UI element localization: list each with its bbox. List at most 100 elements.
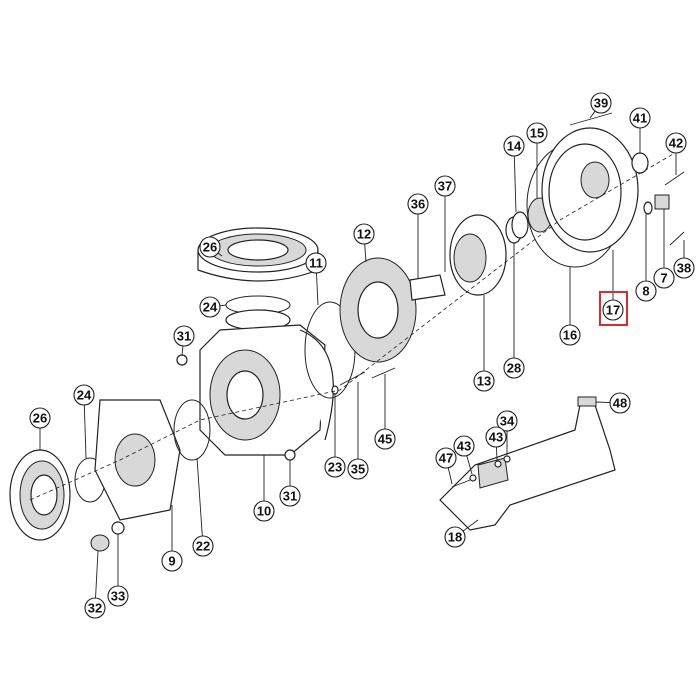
callout-number: 31: [283, 489, 297, 504]
leader-line: [513, 155, 517, 213]
callout-part-31: 31: [279, 460, 301, 507]
leader-line: [316, 272, 319, 306]
callout-circle: [279, 485, 301, 507]
callout-number: 14: [507, 139, 522, 154]
callout-part-43: 43: [485, 426, 507, 461]
part-nut-34: [503, 455, 511, 463]
leader-line: [462, 519, 479, 532]
callout-circle: [609, 392, 631, 414]
highlight-box-part-17: [599, 291, 628, 326]
callout-number: 26: [33, 411, 47, 426]
callout-part-42: 42: [665, 132, 687, 175]
callout-part-8: 8: [635, 214, 657, 302]
callout-circle: [253, 500, 275, 522]
callout-circle: [590, 92, 612, 114]
callout-circle: [73, 384, 95, 406]
leader-line: [495, 446, 498, 461]
callout-number: 11: [309, 256, 323, 271]
callout-circle: [673, 257, 695, 279]
part-oring-22: [173, 399, 211, 461]
leader-line: [95, 550, 99, 599]
callout-number: 24: [203, 300, 218, 315]
callout-part-26: 26: [29, 407, 51, 450]
callout-part-17: 17: [602, 250, 624, 321]
callout-circle: [526, 122, 548, 144]
leader-line: [364, 243, 367, 263]
part-plug-32: [90, 534, 110, 552]
part-screw-38: [669, 231, 685, 246]
leader-line: [595, 401, 611, 404]
callout-circle: [635, 280, 657, 302]
callout-number: 13: [477, 374, 491, 389]
leader-line: [217, 252, 223, 257]
callout-part-24: 24: [73, 384, 95, 459]
callout-part-36: 36: [407, 193, 429, 278]
callout-part-28: 28: [503, 243, 525, 379]
callout-part-33: 33: [107, 534, 129, 607]
part-plug-31b: [284, 449, 296, 461]
callout-circle: [485, 426, 507, 448]
callout-number: 10: [257, 504, 271, 519]
callout-number: 36: [411, 197, 425, 212]
callout-part-22: 22: [192, 457, 214, 557]
callout-number: 45: [378, 432, 392, 447]
callout-circle: [496, 410, 518, 432]
callout-circle: [434, 175, 456, 197]
callout-number: 33: [111, 589, 125, 604]
callout-part-39: 39: [589, 92, 612, 119]
callout-part-16: 16: [559, 267, 581, 346]
leader-line: [219, 304, 227, 307]
part-impeller-screw: [409, 274, 446, 301]
part-base-stand: [439, 396, 616, 531]
callout-part-12: 12: [353, 223, 375, 263]
leader-line: [181, 345, 184, 356]
callout-part-10: 10: [253, 455, 275, 522]
callout-number: 32: [88, 601, 102, 616]
callout-part-31: 31: [173, 325, 195, 356]
callout-part-41: 41: [629, 107, 651, 153]
callout-circle: [347, 458, 369, 480]
callout-circle: [503, 357, 525, 379]
leader-line: [589, 110, 596, 119]
callout-circle: [374, 428, 396, 450]
part-impeller: [449, 214, 507, 296]
callout-circle: [29, 407, 51, 429]
callout-part-23: 23: [324, 394, 346, 478]
callout-circle: [473, 370, 495, 392]
callout-circle: [629, 107, 651, 129]
callout-part-35: 35: [347, 382, 369, 480]
callout-number: 7: [660, 271, 667, 286]
callout-part-37: 37: [434, 175, 456, 272]
callout-number: 23: [328, 460, 342, 475]
part-ring-23: [331, 385, 339, 395]
callout-circle: [173, 325, 195, 347]
leader-line: [466, 455, 473, 475]
callout-number: 8: [642, 284, 649, 299]
callout-circle: [559, 324, 581, 346]
callout-circle: [192, 535, 214, 557]
part-screw-47: [451, 479, 471, 488]
callout-number: 41: [633, 111, 647, 126]
callout-part-7: 7: [653, 209, 675, 289]
callout-part-38: 38: [673, 240, 695, 279]
callout-part-18: 18: [444, 519, 479, 548]
part-key-45: [371, 367, 396, 379]
callout-part-47: 47: [435, 447, 457, 485]
callout-number: 34: [500, 414, 515, 429]
callout-circle: [602, 299, 624, 321]
callout-part-48: 48: [595, 392, 631, 414]
callout-number: 24: [77, 388, 92, 403]
assembly-axis: [29, 149, 681, 501]
callout-number: 47: [439, 451, 453, 466]
callout-number: 16: [563, 328, 577, 343]
callout-part-45: 45: [374, 374, 396, 450]
callout-circle: [324, 456, 346, 478]
part-plug-31a: [176, 354, 188, 366]
callout-circle: [305, 252, 327, 274]
leader-line: [196, 457, 203, 537]
callout-number: 31: [177, 329, 191, 344]
part-front-cover: [94, 399, 181, 521]
callout-circle: [199, 236, 221, 258]
part-plug-7: [654, 194, 670, 210]
callout-part-32: 32: [84, 550, 106, 619]
